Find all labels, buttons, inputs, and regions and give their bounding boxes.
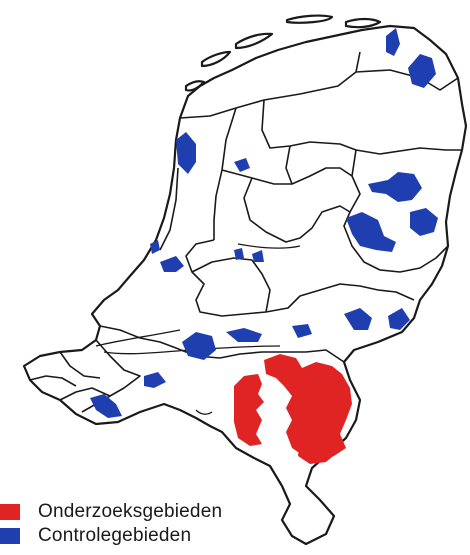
research-area-limburg-central bbox=[264, 354, 352, 460]
control-area-4 bbox=[234, 158, 250, 172]
control-area-18 bbox=[90, 394, 122, 418]
control-area-5 bbox=[368, 172, 422, 202]
control-area-3 bbox=[176, 132, 196, 174]
research-areas bbox=[234, 354, 352, 464]
research-area-limburg-south bbox=[298, 436, 338, 464]
control-area-12 bbox=[344, 308, 372, 330]
legend-swatch-research bbox=[0, 504, 20, 520]
control-area-7 bbox=[410, 208, 438, 236]
control-area-13 bbox=[388, 308, 410, 330]
control-area-14 bbox=[292, 324, 312, 338]
islands bbox=[184, 14, 382, 92]
legend: Onderzoeksgebieden Controlegebieden bbox=[0, 500, 222, 548]
legend-item-control: Controlegebieden bbox=[0, 524, 222, 548]
control-area-1 bbox=[386, 28, 400, 56]
control-area-16 bbox=[182, 332, 216, 360]
control-area-8 bbox=[160, 256, 184, 272]
research-area-limburg-west bbox=[234, 374, 264, 446]
control-area-10 bbox=[234, 248, 244, 260]
legend-label-control: Controlegebieden bbox=[38, 525, 192, 546]
control-area-2 bbox=[408, 54, 436, 88]
control-area-6 bbox=[346, 212, 396, 252]
province-borders bbox=[29, 51, 462, 413]
legend-label-research: Onderzoeksgebieden bbox=[38, 501, 223, 522]
control-area-15 bbox=[226, 328, 262, 342]
legend-item-research: Onderzoeksgebieden bbox=[0, 500, 222, 524]
control-area-11 bbox=[252, 250, 264, 262]
control-area-9 bbox=[150, 240, 160, 254]
legend-swatch-control bbox=[0, 528, 20, 544]
control-area-17 bbox=[144, 372, 166, 388]
control-areas bbox=[90, 28, 438, 418]
country-outline bbox=[22, 24, 468, 546]
